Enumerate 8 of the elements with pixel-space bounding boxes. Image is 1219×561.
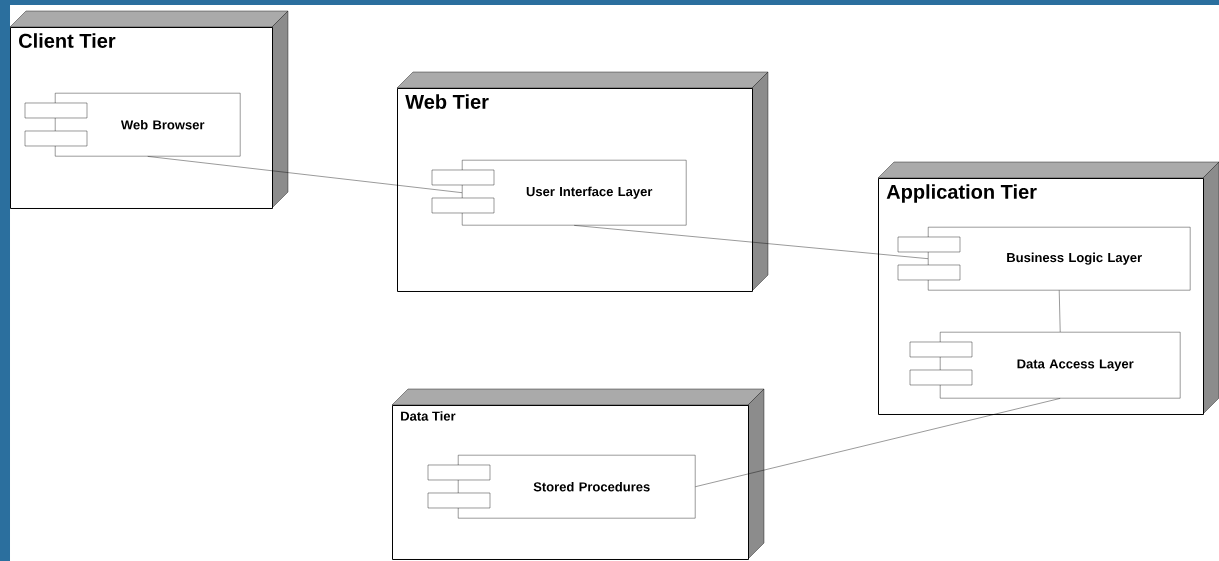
connector-line xyxy=(1059,290,1061,333)
component-box: User Interface Layer xyxy=(431,160,687,226)
component-box: Stored Procedures xyxy=(427,455,696,519)
component-box: Web Browser xyxy=(24,93,241,157)
connector-line xyxy=(147,156,463,193)
connector-line xyxy=(574,225,929,259)
component-box: Data Access Layer xyxy=(909,332,1181,399)
component-box: Business Logic Layer xyxy=(897,227,1191,291)
